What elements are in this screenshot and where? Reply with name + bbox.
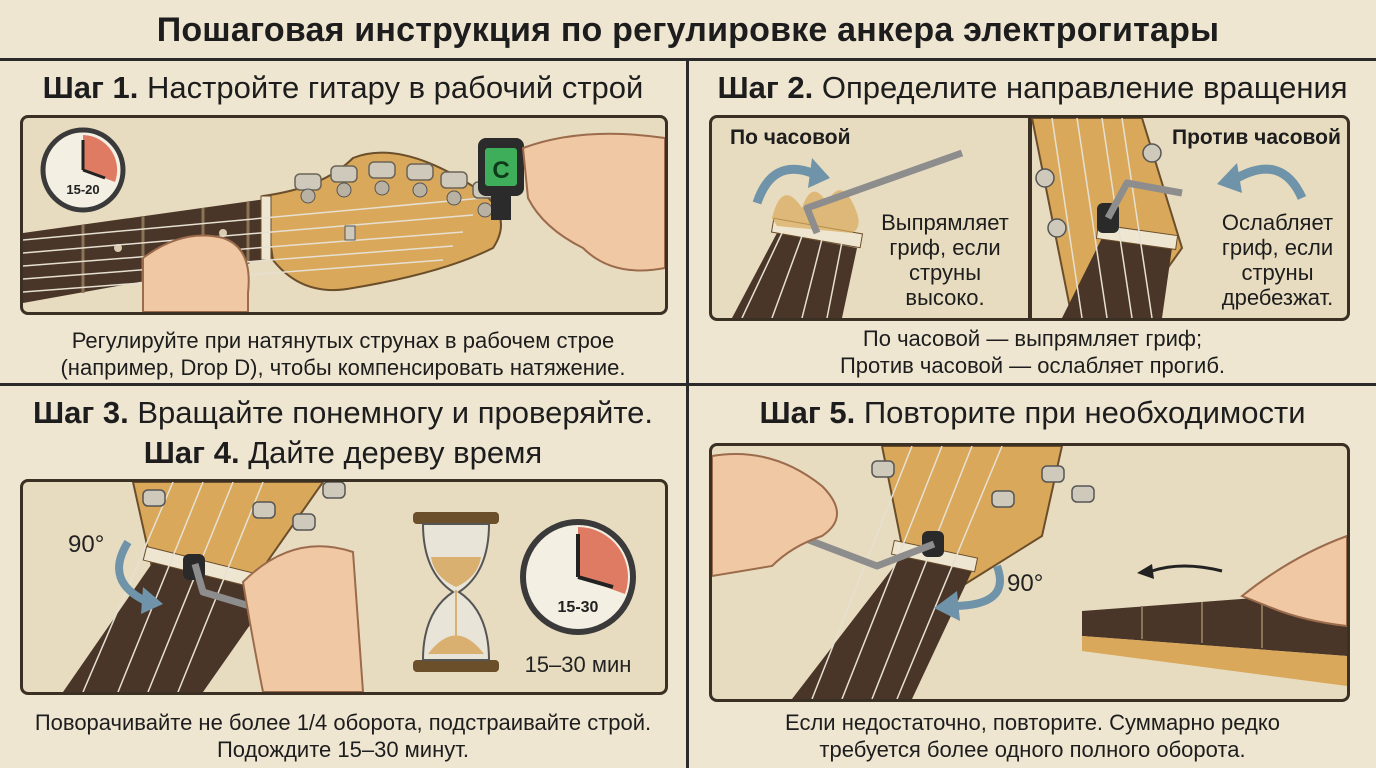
step5-label: Шаг 5. xyxy=(759,395,856,430)
step3-title: Шаг 3. Вращайте понемногу и проверяйте. xyxy=(0,394,686,432)
divider-top xyxy=(0,58,1376,61)
tuner-note: C xyxy=(492,157,509,184)
step5-angle: 90° xyxy=(1007,570,1043,597)
step4-label: Шаг 4. xyxy=(143,435,240,470)
step5-illustration: 90° xyxy=(709,443,1350,702)
step1-panel: Шаг 1. Настройте гитару в рабочий строй xyxy=(0,61,686,383)
step1-caption: Регулируйте при натянутых струнах в рабо… xyxy=(0,327,686,381)
step4-caption-line2: Подождите 15–30 минут. xyxy=(216,737,469,762)
step4-timer-label: 15-30 xyxy=(558,599,599,616)
step5-caption-line2: требуется более одного полного оборота. xyxy=(819,737,1246,762)
step4-caption: Поворачивайте не более 1/4 оборота, подс… xyxy=(0,709,686,763)
step34-panel: Шаг 3. Вращайте понемногу и проверяйте. … xyxy=(0,386,686,768)
counter-desc-line4: дребезжат. xyxy=(1221,285,1334,310)
step3-text: Вращайте понемногу и проверяйте. xyxy=(137,395,654,430)
step34-illustration: 90° 15-30 15–30 мин xyxy=(20,479,668,695)
step2-title: Шаг 2. Определите направление вращения xyxy=(689,69,1376,107)
step2-illustration: По часовой Выпрямляет гриф, если струны … xyxy=(709,115,1350,321)
clockwise-desc-line2: гриф, если xyxy=(889,235,1001,260)
step1-timer-label: 15-20 xyxy=(66,182,99,197)
clockwise-desc-line4: высоко. xyxy=(905,285,985,310)
step5-caption: Если недостаточно, повторите. Суммарно р… xyxy=(689,709,1376,763)
step2-text: Определите направление вращения xyxy=(821,70,1348,105)
step1-caption-line2: (например, Drop D), чтобы компенсировать… xyxy=(60,355,626,380)
clockwise-desc-line3: струны xyxy=(908,260,982,285)
step2-caption-line2: Против часовой — ослабляет прогиб. xyxy=(839,353,1226,378)
step5-title: Шаг 5. Повторите при необходимости xyxy=(689,394,1376,432)
step2-caption-line1: По часовой — выпрямляет гриф; xyxy=(862,326,1203,351)
step1-label: Шаг 1. xyxy=(42,70,139,105)
step4-text: Дайте дереву время xyxy=(248,435,543,470)
divider-vertical xyxy=(686,60,689,768)
counter-label: Против часовой xyxy=(1172,126,1341,149)
step1-text: Настройте гитару в рабочий строй xyxy=(147,70,644,105)
step4-caption-line1: Поворачивайте не более 1/4 оборота, подс… xyxy=(34,710,652,735)
step5-caption-line1: Если недостаточно, повторите. Суммарно р… xyxy=(785,710,1280,735)
clockwise-desc-line1: Выпрямляет xyxy=(881,210,1009,235)
step3-label: Шаг 3. xyxy=(32,395,129,430)
clockwise-label: По часовой xyxy=(730,126,851,149)
clockwise-desc: Выпрямляет гриф, если струны высоко. xyxy=(880,210,1010,310)
page-title: Пошаговая инструкция по регулировке анке… xyxy=(156,10,1220,49)
counter-desc: Ослабляет гриф, если струны дребезжат. xyxy=(1210,210,1345,310)
counter-desc-line1: Ослабляет xyxy=(1221,210,1334,235)
step1-caption-line1: Регулируйте при натянутых струнах в рабо… xyxy=(71,328,615,353)
counter-desc-line2: гриф, если xyxy=(1221,235,1334,260)
step2-caption: По часовой — выпрямляет гриф; Против час… xyxy=(689,325,1376,379)
step1-illustration: C 15-20 xyxy=(20,115,668,315)
step5-text: Повторите при необходимости xyxy=(863,395,1306,430)
step4-title: Шаг 4. Дайте дереву время xyxy=(0,434,686,472)
step4-time-label: 15–30 мин xyxy=(525,652,632,677)
counter-desc-line3: струны xyxy=(1241,260,1314,285)
step2-label: Шаг 2. xyxy=(717,70,814,105)
step5-panel: Шаг 5. Повторите при необходимости 90° xyxy=(689,386,1376,768)
step2-panel: Шаг 2. Определите направление вращения xyxy=(689,61,1376,383)
step1-title: Шаг 1. Настройте гитару в рабочий строй xyxy=(0,69,686,107)
step3-angle: 90° xyxy=(68,531,104,558)
